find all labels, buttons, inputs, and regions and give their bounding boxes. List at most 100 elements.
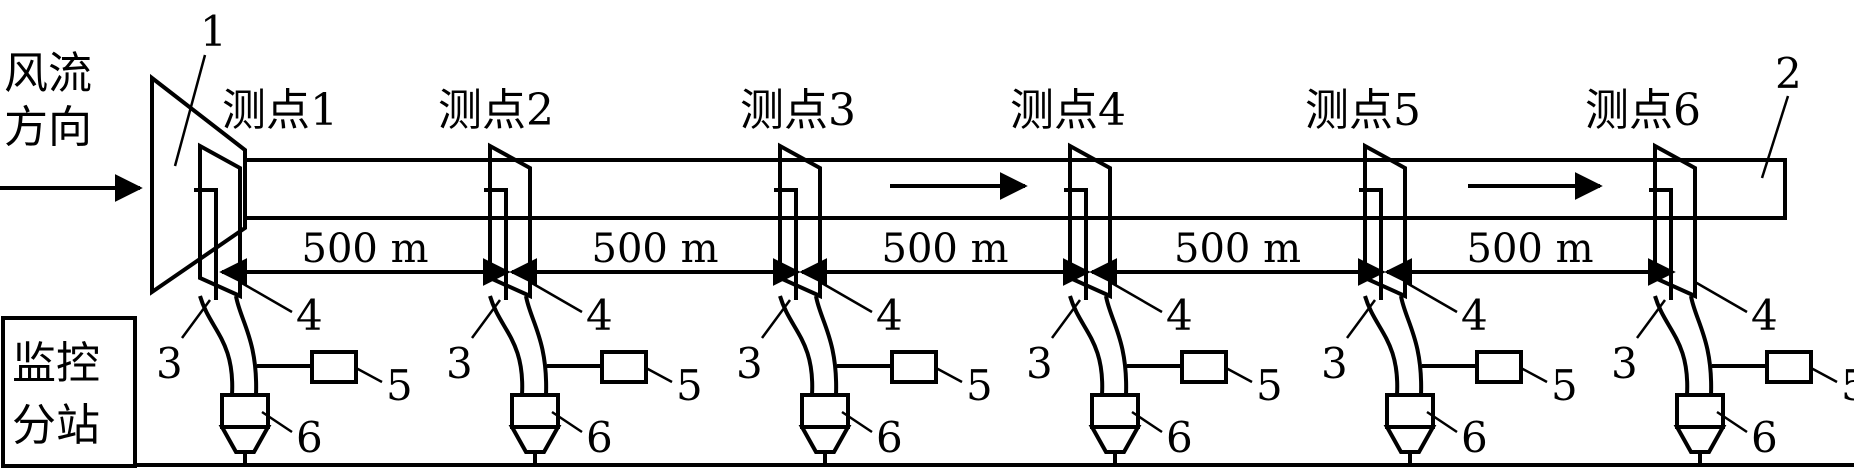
sampling-hose [524, 295, 549, 396]
duct-flange [1363, 142, 1407, 300]
pump-label: 6 [1166, 413, 1193, 462]
spacing-label: 500 m [302, 226, 429, 272]
pipe-label: 3 [1026, 339, 1053, 388]
duct-end-leader-line [1760, 95, 1790, 179]
box-leader-line [1225, 366, 1253, 384]
monitoring-station [1, 316, 137, 468]
pump-body [510, 393, 560, 429]
box-leader-line [355, 366, 383, 384]
spacing-label: 500 m [1174, 226, 1301, 272]
pump-leader-line [551, 410, 583, 434]
measuring-point-label: 测点4 [1010, 85, 1126, 136]
pump-cone [798, 425, 852, 454]
pump-leader-line [1716, 410, 1748, 434]
pump-label: 6 [586, 413, 613, 462]
pump-leader-line [261, 410, 293, 434]
pipe-label: 3 [156, 339, 183, 388]
pipe-leader-line [1635, 299, 1667, 339]
sampling-tube [194, 188, 218, 300]
measuring-point-label: 测点6 [1585, 85, 1701, 136]
box-leader-line [1520, 366, 1548, 384]
box-label: 5 [1256, 361, 1283, 410]
sampling-hose [1399, 295, 1424, 396]
sampling-hose [1653, 295, 1690, 396]
pump-cone [1088, 425, 1142, 454]
pipe-label: 3 [1321, 339, 1348, 388]
measuring-point-label: 测点1 [222, 85, 338, 136]
spacing-dimension-1: 500 m [219, 226, 511, 286]
pump-label: 6 [876, 413, 903, 462]
station-label-line1: 监控 [12, 338, 100, 389]
sensor-leader-line [819, 280, 873, 314]
box-label: 5 [386, 361, 413, 410]
pump-label: 6 [1461, 413, 1488, 462]
measuring-point-label: 测点5 [1305, 85, 1421, 136]
pump-label: 6 [296, 413, 323, 462]
sensor-label: 4 [1461, 291, 1488, 340]
sampling-hose [1363, 295, 1400, 396]
sensor-leader-line [239, 280, 293, 314]
sensor-label: 4 [296, 291, 323, 340]
sampling-hose [814, 295, 839, 396]
pump-cone [1673, 425, 1727, 454]
pump-body [1675, 393, 1725, 429]
pipe-label: 3 [446, 339, 473, 388]
duct-flange [1653, 142, 1697, 300]
pipe-leader-line [760, 299, 792, 339]
pipe-leader-line [1345, 299, 1377, 339]
sampling-hose [1689, 295, 1714, 396]
sensor-leader-line [1109, 280, 1163, 314]
sensor-box [600, 350, 648, 384]
pipe-leader-line [470, 299, 502, 339]
box-leader-line [935, 366, 963, 384]
spacing-label: 500 m [592, 226, 719, 272]
spacing-dimension-2: 500 m [509, 226, 801, 286]
fan-label: 1 [200, 7, 227, 56]
sensor-box [1475, 350, 1523, 384]
pump-body [800, 393, 850, 429]
box-leader-line [645, 366, 673, 384]
spacing-dimension-4: 500 m [1089, 226, 1386, 286]
sampling-hose [488, 295, 525, 396]
box-label: 5 [676, 361, 703, 410]
sampling-hose [234, 295, 259, 396]
sensor-label: 4 [1751, 291, 1778, 340]
station-label-line2: 分站 [12, 400, 100, 451]
sensor-leader-line [1404, 280, 1458, 314]
pump-leader-line [841, 410, 873, 434]
sampling-hose [198, 295, 235, 396]
air-duct [243, 158, 1787, 220]
sensor-leader-line [1694, 280, 1748, 314]
airflow-label-line1: 风流 [4, 48, 92, 99]
sensor-box [310, 350, 358, 384]
sensor-box [1765, 350, 1813, 384]
pump-cone [218, 425, 272, 454]
spacing-dimension-5: 500 m [1384, 226, 1676, 286]
pump-body [220, 393, 270, 429]
spacing-dimensions-group: 500 m 500 m 500 m 500 m 500 m [219, 226, 1676, 286]
sensor-label: 4 [1166, 291, 1193, 340]
duct-flange [778, 142, 822, 300]
fan-leader-line [173, 54, 207, 167]
duct-end-label: 2 [1775, 49, 1802, 98]
measuring-point-1: 测点1 4 3 5 6 [156, 85, 413, 465]
sampling-hose [1104, 295, 1129, 396]
pipe-leader-line [1050, 299, 1082, 339]
pump-leader-line [1426, 410, 1458, 434]
duct-flange [488, 142, 532, 300]
spacing-label: 500 m [1467, 226, 1594, 272]
sensor-box [1180, 350, 1228, 384]
box-label: 5 [1551, 361, 1578, 410]
spacing-dimension-3: 500 m [799, 226, 1091, 286]
pump-label: 6 [1751, 413, 1778, 462]
duct-flange [1068, 142, 1112, 300]
sensor-label: 4 [876, 291, 903, 340]
box-label: 5 [966, 361, 993, 410]
airflow-label-line2: 方向 [4, 102, 92, 153]
duct-flange [198, 142, 242, 300]
measuring-point-5: 测点5 4 3 5 6 [1305, 85, 1578, 465]
